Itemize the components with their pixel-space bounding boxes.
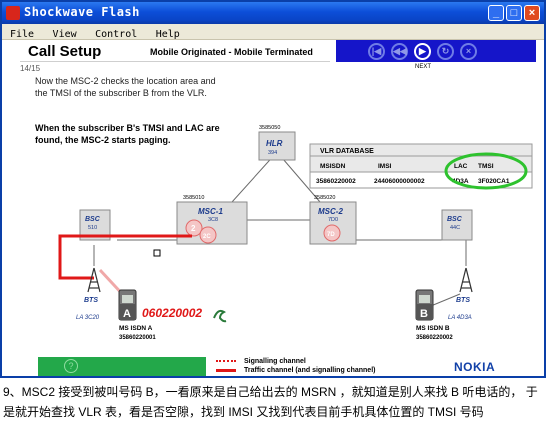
nokia-logo: NOKIA <box>454 360 496 374</box>
bsc-right-sub: 44C <box>450 225 460 231</box>
menu-help[interactable]: Help <box>155 29 180 40</box>
bts-right-sub: LA 4D3A <box>448 315 472 321</box>
bsc-left-sub: 510 <box>88 225 97 231</box>
vlr-cell-lac: 4D3A <box>452 178 469 185</box>
description-text: Now the MSC-2 checks the location area a… <box>35 76 216 98</box>
first-icon[interactable]: |◀ <box>368 43 385 60</box>
slide-content: Call Setup Mobile Originated - Mobile Te… <box>2 40 544 376</box>
bts-right-label: BTS <box>456 297 470 304</box>
back-icon[interactable]: ◀◀ <box>391 43 408 60</box>
vlr-title: VLR DATABASE <box>320 148 374 155</box>
menu-control[interactable]: Control <box>95 29 138 40</box>
replay-icon[interactable]: ↻ <box>437 43 454 60</box>
title-bar[interactable]: Shockwave Flash _ □ × <box>2 2 544 24</box>
cursor-marker <box>153 249 161 257</box>
next-label: NEXT <box>415 64 432 70</box>
next-icon[interactable]: ▶ <box>414 43 431 60</box>
slide-header: Call Setup Mobile Originated - Mobile Te… <box>10 42 536 62</box>
vlr-header-tmsi: TMSI <box>478 163 494 170</box>
bsc-left-label: BSC <box>85 216 101 223</box>
ms-a-isdn: 35860220001 <box>119 335 156 341</box>
window-title: Shockwave Flash <box>24 5 140 19</box>
ms-b-letter: B <box>420 308 428 320</box>
ms-b-isdn: 35860220002 <box>416 335 453 341</box>
msc2-sub: 7D0 <box>328 217 338 223</box>
ms-a-phone-icon <box>118 289 137 321</box>
ms-b-label: MS ISDN B <box>416 325 450 332</box>
flash-app-icon <box>6 6 20 20</box>
vlr-cell-msisdn: 35860220002 <box>316 178 356 185</box>
hlr-code: 3585050 <box>259 125 280 131</box>
network-diagram: VLR DATABASE MSISDN IMSI LAC TMSI 358602… <box>58 125 533 341</box>
hlr-label: HLR <box>266 139 283 148</box>
ms-b-phone-icon <box>415 289 434 321</box>
dialing-handset-icon <box>213 309 227 323</box>
hlr-node: 3585050 HLR 394 <box>258 125 296 161</box>
msc1-badge2: 2C <box>203 234 211 240</box>
minimize-button[interactable]: _ <box>488 5 504 21</box>
flash-window: Shockwave Flash _ □ × File View Control … <box>0 0 546 378</box>
close-icon[interactable]: × <box>460 43 477 60</box>
vlr-database-table: VLR DATABASE MSISDN IMSI LAC TMSI 358602… <box>309 143 533 190</box>
lac-tmsi-highlight <box>444 152 528 190</box>
bts-left-tower-icon <box>87 267 101 293</box>
navigation-strip: |◀ ◀◀ ▶ ↻ × <box>336 40 536 62</box>
footer-green-bar: ? <box>38 357 206 376</box>
caption-text: 9、MSC2 接受到被叫号码 B，一看原来是自己给出去的 MSRN ，就知道是别… <box>3 385 538 419</box>
menu-view[interactable]: View <box>52 29 77 40</box>
traffic-channel-line <box>58 234 192 280</box>
msc1-node: 3585010 MSC-1 3C8 2 2C <box>176 195 248 245</box>
traffic-swatch <box>216 368 236 372</box>
msc2-label: MSC-2 <box>318 207 343 216</box>
bsc-right-node: BSC 44C <box>441 209 473 241</box>
hlr-sub: 394 <box>268 150 277 156</box>
menu-bar: File View Control Help <box>2 24 544 40</box>
legend-traffic: Traffic channel (and signalling channel) <box>244 367 376 374</box>
close-button[interactable]: × <box>524 5 540 21</box>
msc1-label: MSC-1 <box>198 207 223 216</box>
ms-a-letter: A <box>123 308 131 320</box>
bsc-right-label: BSC <box>447 216 463 223</box>
vlr-header-msisdn: MSISDN <box>320 163 346 170</box>
msc2-node: 3585020 MSC-2 7D0 7D <box>309 195 357 245</box>
description-bold-text: When the subscriber B's TMSI and LAC are… <box>35 123 220 145</box>
bts-left-sub: LA 3C20 <box>76 315 100 321</box>
bts-right-tower-icon <box>459 267 473 293</box>
vlr-cell-imsi: 24406000000002 <box>374 178 425 185</box>
msc2-code: 3585020 <box>314 195 335 201</box>
signalling-swatch <box>216 360 236 363</box>
ms-a-label: MS ISDN A <box>119 325 153 332</box>
msc1-sub: 3C8 <box>208 217 218 223</box>
menu-file[interactable]: File <box>10 29 35 40</box>
maximize-button[interactable]: □ <box>506 5 522 21</box>
page-number: 14/15 <box>20 64 41 73</box>
vlr-cell-tmsi: 3F020CA1 <box>478 178 510 185</box>
msc2-badge: 7D <box>327 232 335 238</box>
vlr-header-lac: LAC <box>454 163 468 170</box>
vlr-header-imsi: IMSI <box>378 163 392 170</box>
ms-a-dialed-number: 060220002 <box>142 306 202 320</box>
msc1-badge1: 2 <box>191 224 196 233</box>
slide-title: Call Setup <box>28 43 102 60</box>
help-icon[interactable]: ? <box>64 359 78 373</box>
header-divider <box>20 61 330 62</box>
msc1-code: 3585010 <box>183 195 204 201</box>
slide-footer: ? Signalling channel Traffic channel (an… <box>2 357 544 376</box>
slide-subtitle: Mobile Originated - Mobile Terminated <box>150 47 313 57</box>
bts-left-label: BTS <box>84 297 98 304</box>
legend: Signalling channel Traffic channel (and … <box>216 357 375 375</box>
legend-signalling: Signalling channel <box>244 358 306 365</box>
